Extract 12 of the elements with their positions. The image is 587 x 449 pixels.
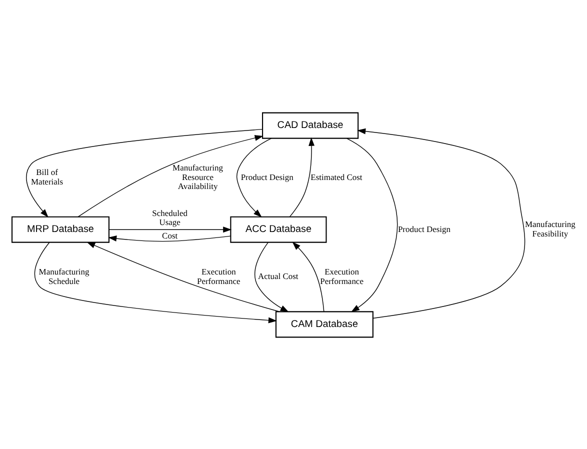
edge-label: Product Design [240, 171, 294, 182]
edge-label: Product Design [398, 223, 451, 234]
edge-label: Manufacturing Feasibility [525, 218, 576, 238]
edge-label: Cost [162, 230, 178, 240]
edge-label: Execution Performance [320, 266, 364, 286]
edge-label: Manufacturing Resource Availability [172, 162, 223, 190]
edge-label: Estimated Cost [310, 171, 362, 182]
edge-label: Bill of Materials [31, 166, 64, 186]
edge-label: Actual Cost [258, 270, 298, 281]
edge-label: Execution Performance [196, 266, 240, 286]
edge-label: Manufacturing Schedule [38, 266, 90, 286]
edge-label: Scheduled Usage [152, 207, 188, 227]
